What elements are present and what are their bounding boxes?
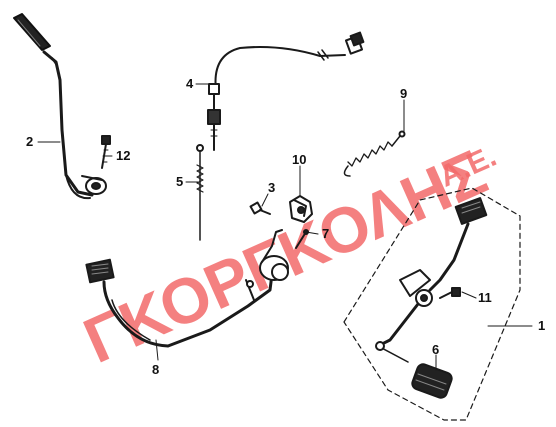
callout-8: 8 — [152, 362, 159, 377]
rubber-6 — [411, 363, 453, 399]
callout-1: 1 — [538, 318, 545, 333]
clamp-10 — [289, 195, 313, 223]
callout-7: 7 — [322, 226, 329, 241]
callout-9: 9 — [400, 86, 407, 101]
brake-pedal-8 — [85, 229, 289, 348]
bolt-12 — [101, 135, 111, 169]
callout-11: 11 — [478, 290, 492, 305]
callout-5: 5 — [176, 174, 183, 189]
callout-4: 4 — [186, 76, 194, 91]
spring-9 — [343, 130, 406, 177]
callout-3: 3 — [268, 180, 275, 195]
callout-12: 12 — [116, 148, 130, 163]
bolt-11 — [439, 287, 461, 299]
gear-shift-pedal-1 — [375, 197, 488, 363]
spring-rod-5 — [196, 144, 204, 241]
callout-labels: 1 2 3 4 5 6 7 8 9 10 11 12 — [26, 76, 545, 377]
brake-switch-cable — [207, 31, 365, 151]
kick-start-arm — [13, 13, 107, 200]
assembly-boundary-1 — [343, 187, 521, 421]
watermark-main: ΓΚΟΡΓΚΟΛΗΣ — [73, 136, 496, 377]
callout-10: 10 — [292, 152, 306, 167]
bolt-3 — [249, 201, 271, 215]
leader-lines — [37, 83, 533, 371]
callout-6: 6 — [432, 342, 439, 357]
callout-2: 2 — [26, 134, 33, 149]
